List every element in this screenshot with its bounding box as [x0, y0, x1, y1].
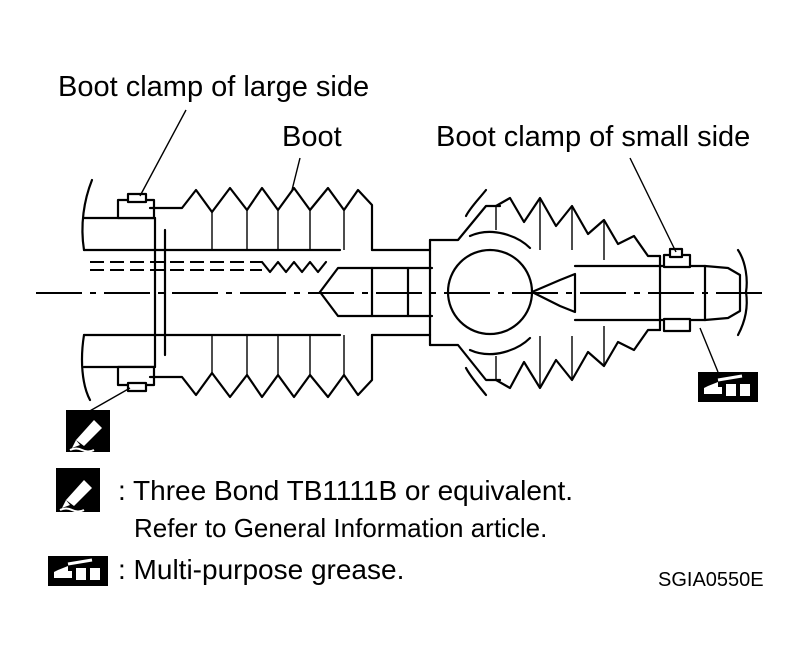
label-boot: Boot — [282, 121, 342, 153]
figure-code: SGIA0550E — [658, 569, 764, 591]
sealant-legend-icon — [56, 468, 100, 513]
grease-legend-icon — [48, 556, 108, 586]
label-boot-clamp-small: Boot clamp of small side — [436, 121, 750, 153]
legend: : Three Bond TB1111B or equivalent. Refe… — [48, 468, 573, 586]
small-boot-clamp — [662, 247, 692, 333]
grease-gun-icon — [698, 372, 758, 402]
small-boot — [494, 196, 662, 390]
sealant-tube-icon — [66, 410, 110, 453]
legend-sealant-text: : Three Bond TB1111B or equivalent. — [118, 475, 573, 506]
large-boot-clamp — [116, 192, 156, 393]
leader-lines — [87, 109, 719, 413]
legend-grease-text: : Multi-purpose grease. — [118, 554, 404, 585]
large-boot — [148, 186, 374, 399]
label-boot-clamp-large: Boot clamp of large side — [58, 71, 369, 103]
legend-sealant-ref: Refer to General Information article. — [134, 513, 547, 543]
